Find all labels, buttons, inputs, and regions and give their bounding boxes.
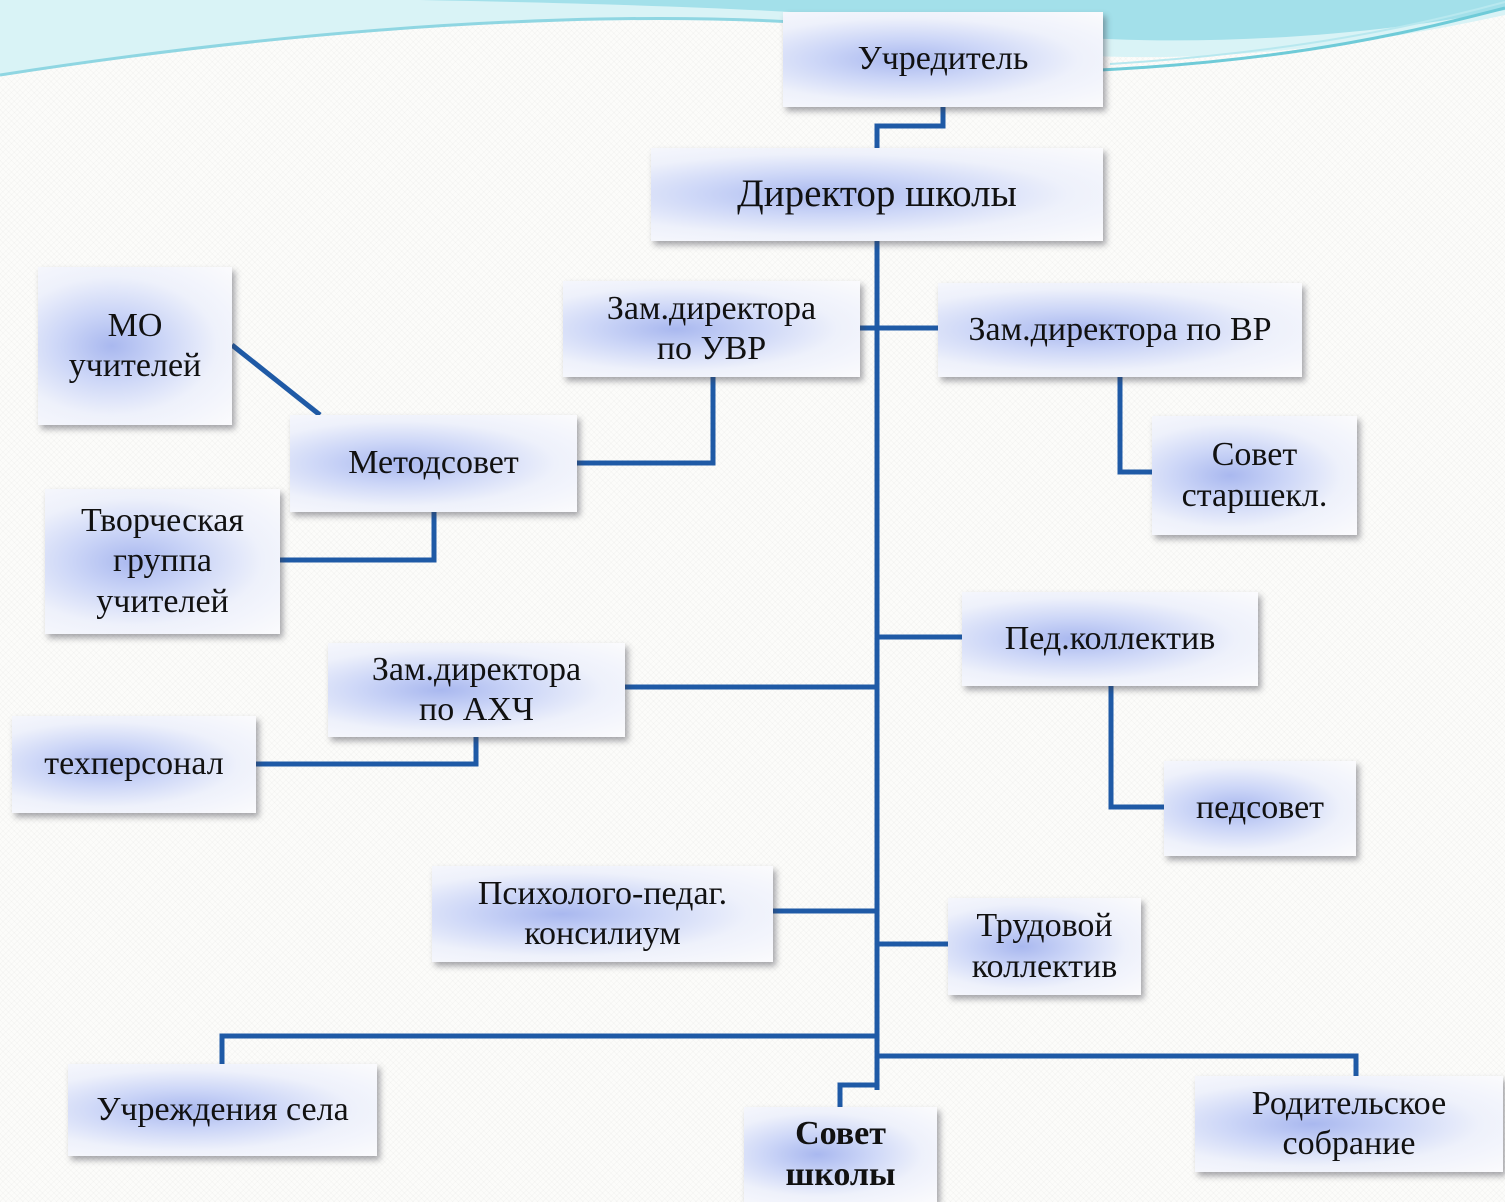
node-director: Директор школы [651,148,1103,241]
header-wave-decoration [0,0,1505,77]
node-senior-council: Совет старшекл. [1152,416,1357,535]
connector-village [219,1033,877,1064]
node-founder: Учредитель [783,12,1103,107]
node-mo-teachers: МО учителей [38,267,232,425]
node-labor-collective: Трудовой коллектив [948,898,1141,995]
connector-metodsovet-creative [280,512,437,563]
node-ped-council: педсовет [1164,761,1356,856]
connector-mo-metodsovet [230,343,322,417]
node-ped-collective: Пед.коллектив [962,592,1258,686]
node-parent-meeting: Родительское собрание [1195,1076,1503,1172]
node-school-council: Совет школы [744,1107,937,1202]
connector-ped-pedsovet [1108,686,1164,810]
node-metodsovet: Методсовет [290,415,577,512]
connector-vr-senior [1117,377,1152,475]
node-deputy-vr: Зам.директора по ВР [938,283,1302,377]
node-psych-council: Психолого-педаг. консилиум [432,866,773,962]
node-deputy-uvr: Зам.директора по УВР [563,281,860,377]
connector-school-council [837,1082,877,1107]
node-creative-group: Творческая группа учителей [45,489,280,634]
connector-ahch-tech [256,737,479,767]
connector-uvr-metodsovet [577,377,716,466]
node-tech-staff: техперсонал [12,716,256,813]
connector-founder-director [874,107,946,148]
node-village-institutions: Учреждения села [68,1064,377,1156]
connector-parents [877,1053,1359,1076]
node-deputy-ahch: Зам.директора по АХЧ [328,643,625,737]
